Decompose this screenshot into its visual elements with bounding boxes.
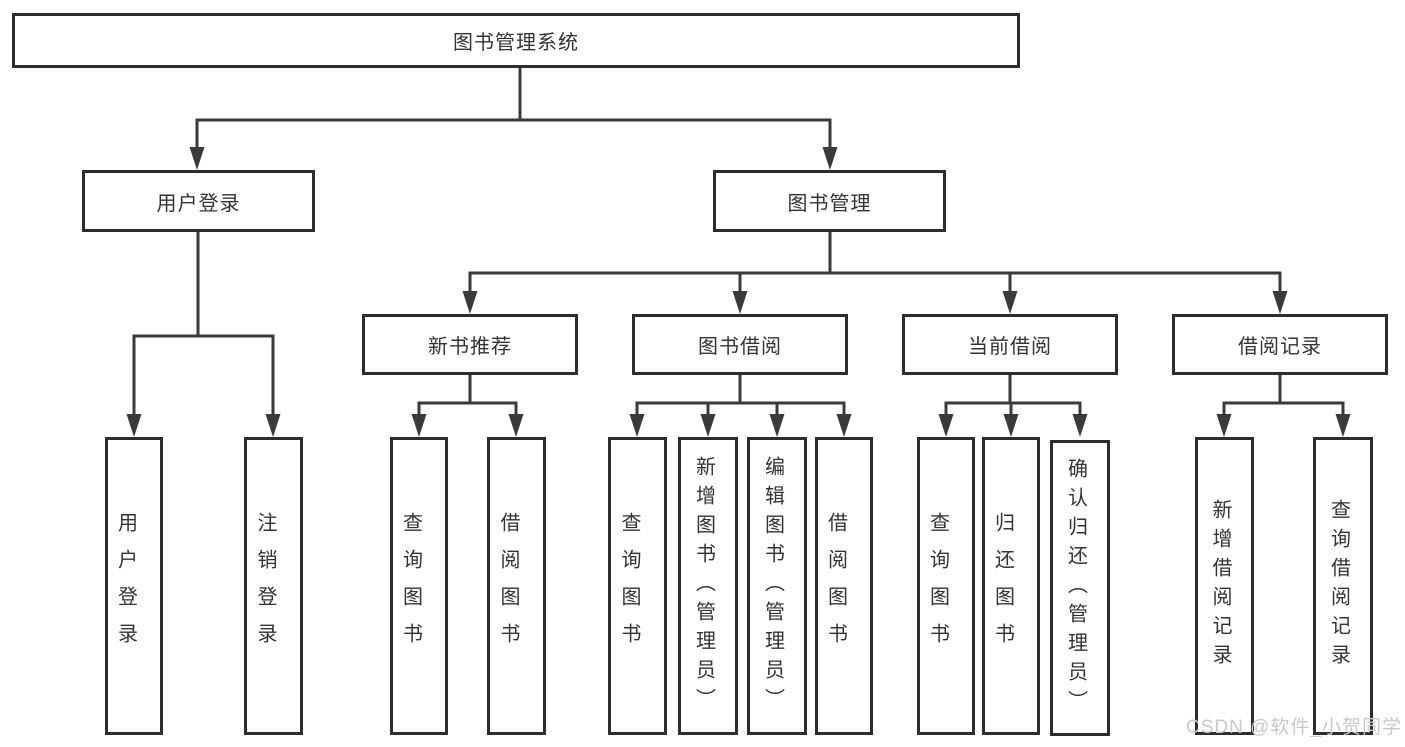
node-leaf-user-login: 用户登录 bbox=[105, 437, 163, 735]
node-leaf-logout: 注销登录 bbox=[244, 437, 303, 735]
node-leaf-edit-book-admin: 编辑图书（管理员） bbox=[747, 437, 807, 735]
arrowheads bbox=[126, 147, 1351, 437]
node-leaf-query-book-2: 查询图书 bbox=[608, 437, 667, 735]
node-leaf-add-borrow-record: 新增借阅记录 bbox=[1195, 437, 1254, 735]
connector-new-book-to-children bbox=[417, 373, 518, 417]
node-leaf-query-borrow-record: 查询借阅记录 bbox=[1313, 437, 1373, 735]
node-book-management: 图书管理 bbox=[713, 170, 946, 232]
node-root-system: 图书管理系统 bbox=[12, 13, 1020, 68]
node-leaf-return-book: 归还图书 bbox=[982, 437, 1040, 735]
node-current-borrow: 当前借阅 bbox=[902, 314, 1118, 375]
node-new-book-recommend: 新书推荐 bbox=[362, 314, 578, 375]
node-user-login: 用户登录 bbox=[82, 170, 315, 232]
connector-root-to-level2 bbox=[195, 66, 832, 150]
node-leaf-borrow-book-1: 借阅图书 bbox=[487, 437, 546, 735]
node-leaf-confirm-return-admin: 确认归还（管理员） bbox=[1050, 440, 1110, 736]
connector-borrow-record-to-children bbox=[1222, 373, 1345, 417]
connector-current-borrow-to-children bbox=[944, 373, 1082, 417]
connector-book-borrow-to-children bbox=[635, 373, 846, 417]
node-leaf-add-book-admin: 新增图书（管理员） bbox=[678, 437, 738, 735]
csdn-watermark: CSDN @软件_小贺同学 bbox=[1186, 717, 1402, 738]
node-leaf-query-book-1: 查询图书 bbox=[390, 437, 448, 735]
node-book-borrow: 图书借阅 bbox=[632, 314, 848, 375]
node-borrow-record: 借阅记录 bbox=[1172, 314, 1388, 375]
connector-user-login-to-children bbox=[132, 230, 275, 417]
node-leaf-borrow-book-2: 借阅图书 bbox=[815, 437, 873, 735]
node-leaf-query-book-3: 查询图书 bbox=[917, 437, 975, 735]
connector-book-mgmt-to-level3 bbox=[468, 230, 1282, 294]
